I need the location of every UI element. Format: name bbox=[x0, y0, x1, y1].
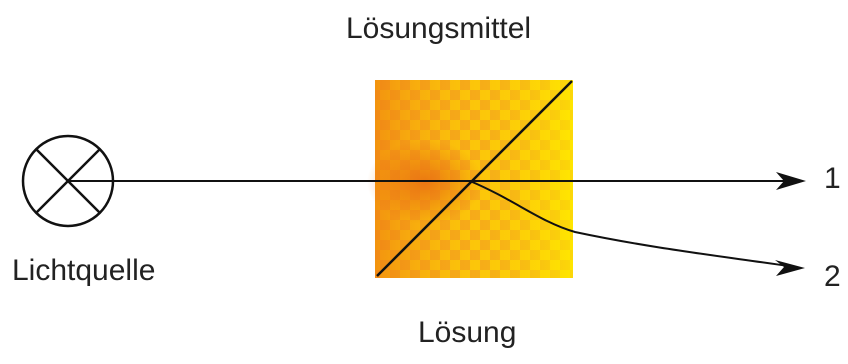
light-source-label: Lichtquelle bbox=[12, 254, 156, 287]
solution-label: Lösung bbox=[418, 316, 517, 349]
arrow-2-icon bbox=[775, 260, 805, 276]
beam-2 bbox=[469, 180, 805, 276]
beam-1 bbox=[68, 172, 806, 190]
solvent-label: Lösungsmittel bbox=[346, 12, 532, 45]
output-1-label: 1 bbox=[824, 162, 841, 195]
beam-splitter-diagonal bbox=[376, 80, 573, 277]
arrow-1-icon bbox=[776, 172, 806, 190]
cuvette bbox=[367, 80, 573, 278]
output-2-label: 2 bbox=[824, 260, 841, 293]
